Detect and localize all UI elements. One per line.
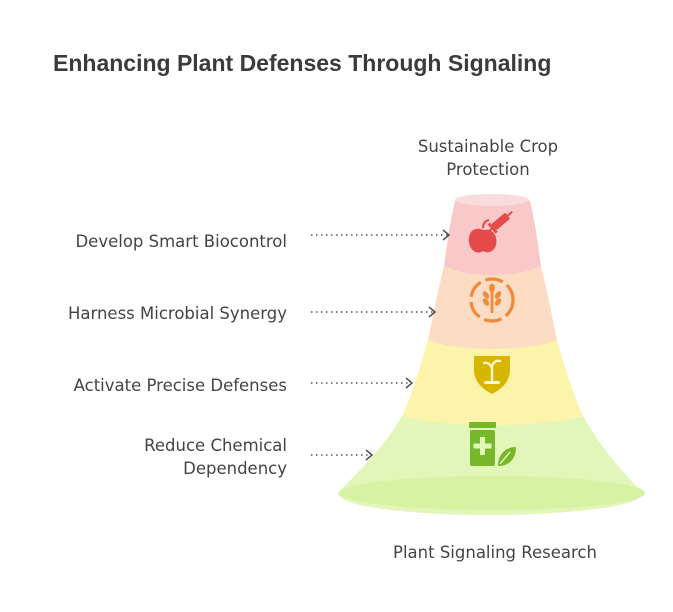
wheat-circle-icon	[469, 277, 515, 323]
connectors	[311, 229, 451, 461]
connector-microbial-arrow-icon	[428, 306, 437, 318]
level-label-chemical-line-2: Dependency	[183, 459, 287, 478]
top-label: Sustainable Crop Protection	[398, 135, 578, 181]
level-label-biocontrol: Develop Smart Biocontrol	[75, 230, 287, 253]
medicine-jar-leaf-icon	[469, 422, 516, 466]
shield-sprout-icon	[474, 356, 510, 394]
connector-defenses-arrow-icon	[405, 377, 414, 389]
level-label-defenses: Activate Precise Defenses	[74, 374, 287, 397]
level-label-microbial-text: Harness Microbial Synergy	[67, 304, 287, 323]
bottom-label: Plant Signaling Research	[393, 543, 597, 562]
level-label-defenses-text: Activate Precise Defenses	[73, 376, 287, 395]
top-label-line-2: Protection	[446, 160, 530, 179]
connector-chemical-arrow-icon	[365, 449, 374, 461]
level-label-biocontrol-text: Develop Smart Biocontrol	[75, 232, 287, 251]
level-label-microbial: Harness Microbial Synergy	[68, 302, 287, 325]
level-label-chemical: Reduce Chemical Dependency	[144, 434, 287, 480]
connector-biocontrol-arrow-icon	[442, 229, 451, 241]
top-cap	[455, 194, 529, 206]
level-segment-chemical-base	[339, 476, 645, 510]
diagram-title: Enhancing Plant Defenses Through Signali…	[53, 50, 552, 76]
level-label-chemical-line-1: Reduce Chemical	[144, 436, 287, 455]
top-label-line-1: Sustainable Crop	[417, 137, 559, 156]
biocontrol-apple-syringe-icon	[468, 210, 513, 253]
